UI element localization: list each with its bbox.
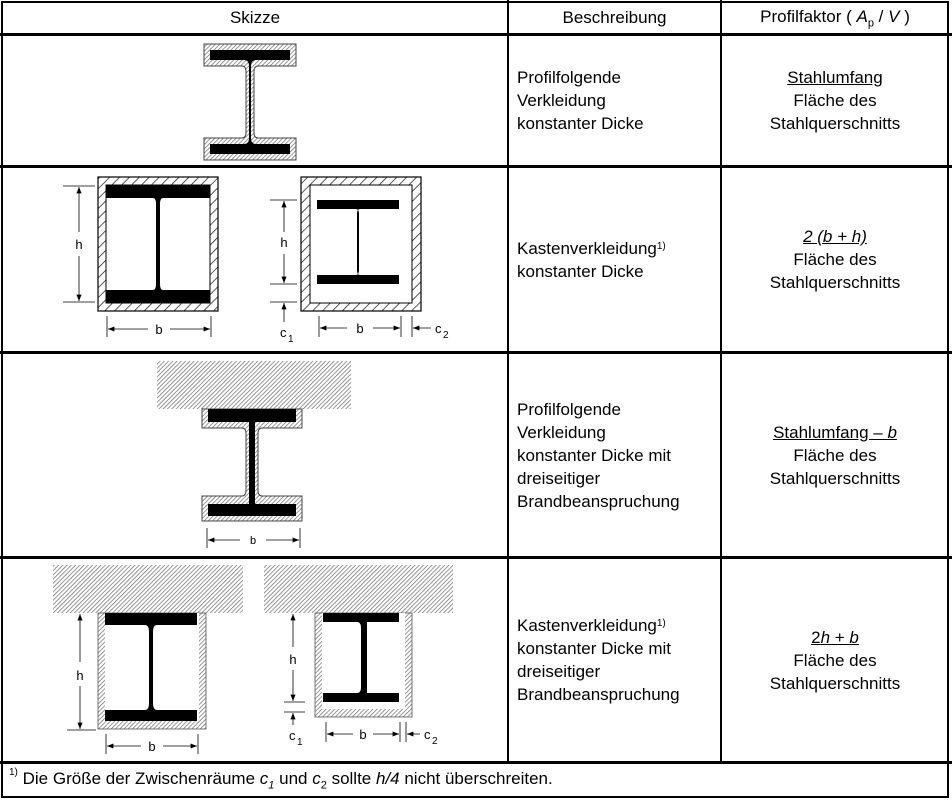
svg-text:b: b [148,739,155,754]
row4-profile-factor: 2h + b Fläche des Stahlquerschnitts [722,559,948,761]
footnote-c1-sub: 1 [268,779,275,792]
factor-ap: A [856,6,868,26]
row1-description: Profilfolgende Verkleidung konstanter Di… [509,36,720,165]
factor-denominator: Fläche des [793,250,877,269]
numerator-var: b [887,422,897,442]
svg-text:c: c [424,727,431,742]
desc-line: Brandbeanspruchung [517,491,680,511]
footnote-ref: 1) [656,240,666,252]
footnote-marker: 1) [9,766,18,778]
row2-profile-factor: 2 (b + h) Fläche des Stahlquerschnitts [722,168,948,351]
factor-numerator: Stahlumfang [787,68,883,87]
sketch-profile-following-i-beam [203,43,297,161]
desc-text: Kastenverkleidung [517,616,657,635]
row-divider [0,351,952,354]
factor-denominator: Fläche des [793,445,877,465]
factor-numerator: 2h + b [811,626,859,649]
desc-line: Kastenverkleidung1) [517,614,680,637]
desc-line: Profilfolgende [517,399,621,419]
footnote-ref: 1) [656,618,666,629]
row-divider [0,165,952,168]
footnote-part: nicht überschreiten. [399,768,553,788]
svg-text:1: 1 [297,737,303,748]
header-sketch: Skizze [3,3,507,33]
factor-v: V [888,6,900,26]
desc-line: Brandbeanspruchung [517,685,680,704]
footnote-c1: c [259,768,269,788]
factor-numerator: Stahlumfang – b [773,421,897,444]
svg-text:b: b [155,322,162,337]
svg-text:2: 2 [432,736,438,747]
row3-description: Profilfolgende Verkleidung konstanter Di… [509,354,720,556]
footnote-c2: c [312,768,321,788]
footnote-text: 1) Die Größe der Zwischenräume c1 und c2… [9,766,553,792]
svg-text:b: b [359,727,366,742]
header-profile-factor: Profilfaktor ( Ap / V ) [722,3,948,33]
desc-line: konstanter Dicke mit [517,639,671,658]
svg-text:h: h [289,652,296,667]
header-description: Beschreibung [509,3,720,33]
footnote-part: Die Größe der Zwischenräume [17,768,260,788]
svg-text:c: c [280,325,287,340]
desc-line: konstanter Dicke [517,114,644,133]
factor-denominator: Stahlquerschnitts [769,468,901,488]
num-part: 2 [811,627,821,647]
factor-denominator: Stahlquerschnitts [769,114,901,133]
num-part: + [830,627,850,647]
desc-line: Verkleidung [517,422,606,442]
svg-text:1: 1 [288,334,294,345]
svg-text:2: 2 [443,330,449,341]
svg-text:c: c [289,728,296,743]
factor-sep: / [873,6,889,26]
desc-line: Kastenverkleidung1) [517,237,666,260]
sketch-box-cladding-three-sided: h b h c 1 b c 2 [53,565,453,754]
sketch-box-cladding: h b h c 1 b c 2 [63,176,449,345]
footnote-c2-sub: 2 [320,779,327,792]
svg-text:h: h [280,235,287,250]
factor-denominator: Fläche des [793,650,877,670]
factor-prefix: Profilfaktor ( [760,6,857,26]
factor-numerator: 2 (b + h) [803,227,867,246]
factor-denominator: Stahlquerschnitts [769,273,901,292]
header-sketch-label: Skizze [229,8,281,27]
desc-line: dreiseitiger [517,468,601,488]
svg-text:h: h [75,237,82,252]
header-description-label: Beschreibung [562,8,667,27]
sketch-profile-following-three-sided: b [157,361,351,548]
factor-denominator: Stahlquerschnitts [769,673,901,693]
svg-text:c: c [435,321,442,336]
footnote-part: sollte [326,768,376,788]
desc-line: Verkleidung [517,91,606,110]
desc-line: konstanter Dicke [517,261,644,281]
footnote-limit: h/4 [375,768,400,788]
num-part: b [849,627,859,647]
row2-description: Kastenverkleidung1) konstanter Dicke [509,168,720,351]
svg-text:h: h [76,668,83,683]
svg-text:b: b [356,321,363,336]
header-profile-factor-label: Profilfaktor ( Ap / V ) [760,7,910,29]
svg-text:b: b [250,535,256,547]
numerator-text: Stahlumfang – [773,422,888,442]
desc-text: Kastenverkleidung [517,238,657,258]
row-divider [0,556,952,559]
row3-profile-factor: Stahlumfang – b Fläche des Stahlquerschn… [722,354,948,556]
desc-line: Profilfolgende [517,68,621,87]
factor-suffix: ) [899,6,910,26]
row-divider [0,33,952,36]
row-divider [0,761,952,764]
row1-profile-factor: Stahlumfang Fläche des Stahlquerschnitts [722,36,948,165]
factor-ap-sub: p [867,17,874,30]
footnote-part: und [274,768,313,788]
num-part: h [820,627,831,647]
desc-line: konstanter Dicke mit [517,445,671,465]
footnote: 1) Die Größe der Zwischenräume c1 und c2… [3,764,947,796]
factor-denominator: Fläche des [793,91,877,110]
row4-description: Kastenverkleidung1) konstanter Dicke mit… [509,559,720,761]
column-divider [720,0,722,763]
desc-line: dreiseitiger [517,662,601,681]
column-divider [507,0,509,763]
